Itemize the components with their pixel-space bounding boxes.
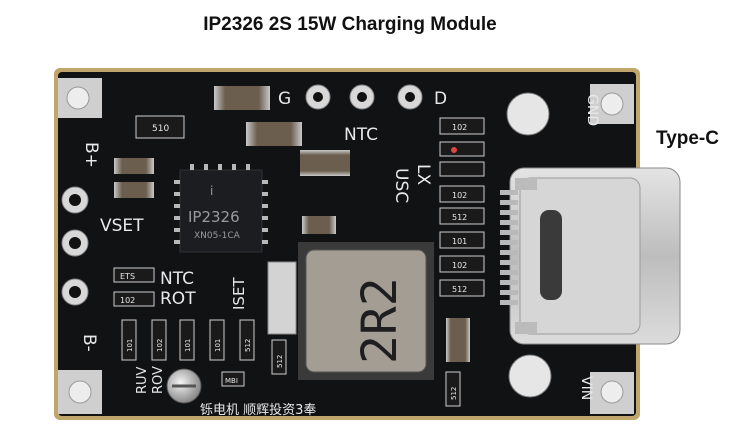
top-terminal-pads bbox=[305, 84, 423, 110]
resistor-code: 101 bbox=[184, 339, 192, 352]
resistor-code: 101 bbox=[214, 339, 222, 352]
resistor-code: 102 bbox=[452, 123, 467, 132]
corner-mounting-pads bbox=[58, 78, 634, 414]
silk-ntc-left: NTC bbox=[160, 269, 194, 289]
chip-brand-mark: i bbox=[210, 184, 213, 198]
power-inductor: 2R2 bbox=[298, 242, 434, 380]
resistor-code: 512 bbox=[452, 285, 467, 294]
silk-b-plus: B+ bbox=[81, 142, 101, 168]
resistor-code: 512 bbox=[450, 387, 458, 400]
inductor-side-pad bbox=[267, 261, 297, 335]
passive-capacitors bbox=[114, 86, 470, 362]
mounting-hole-top bbox=[506, 92, 550, 136]
type-c-callout-label: Type-C bbox=[656, 128, 719, 149]
silk-vin: VIN bbox=[578, 376, 594, 400]
resistor-code: 101 bbox=[126, 339, 134, 352]
chip-lot-code: XN05-1CA bbox=[194, 231, 241, 241]
silk-usc: USC bbox=[391, 168, 411, 203]
silkscreen-labels: B+ B- VSET NTC ROT ISET G D NTC USC LX G… bbox=[79, 89, 600, 418]
resistor-code: 512 bbox=[452, 213, 467, 222]
silk-rov: ROV bbox=[151, 366, 166, 394]
silk-b-minus: B- bbox=[79, 334, 99, 352]
silk-gnd: GND bbox=[584, 94, 600, 126]
status-led bbox=[451, 147, 457, 153]
left-terminal-pads bbox=[61, 186, 89, 306]
silk-lx: LX bbox=[413, 164, 433, 185]
silk-iset: ISET bbox=[230, 277, 248, 310]
silk-g: G bbox=[278, 89, 291, 109]
ip2326-chip: i IP2326 XN05-1CA bbox=[174, 164, 268, 253]
silk-rot: ROT bbox=[160, 289, 196, 309]
resistor-code: 512 bbox=[276, 355, 284, 368]
smd-resistors: 510 102 102 512 101 102 512 ETS 102 101 … bbox=[113, 115, 485, 407]
inductor-marking: 2R2 bbox=[352, 277, 408, 364]
resistor-code: MBI bbox=[225, 377, 238, 385]
silk-chinese-text: 铄电机 顺辉投资3奉 bbox=[200, 402, 316, 418]
resistor-code: 102 bbox=[452, 191, 467, 200]
resistor-code: 102 bbox=[156, 339, 164, 352]
silk-d: D bbox=[434, 89, 447, 109]
mounting-hole-bottom bbox=[508, 354, 552, 398]
resistor-code: 510 bbox=[152, 124, 169, 134]
photo-caption-title: IP2326 2S 15W Charging Module bbox=[203, 14, 497, 35]
silk-vset: VSET bbox=[100, 216, 144, 236]
resistor-code: 512 bbox=[244, 339, 252, 352]
resistor-code: 102 bbox=[120, 296, 135, 305]
usb-type-c-connector bbox=[500, 167, 681, 345]
resistor-code: 102 bbox=[452, 261, 467, 270]
resistor-code: ETS bbox=[120, 272, 135, 281]
resistor-code: 101 bbox=[452, 237, 467, 246]
silk-ntc-top: NTC bbox=[344, 125, 378, 145]
chip-part-number: IP2326 bbox=[188, 208, 240, 226]
silk-ruv: RUV bbox=[135, 366, 150, 394]
